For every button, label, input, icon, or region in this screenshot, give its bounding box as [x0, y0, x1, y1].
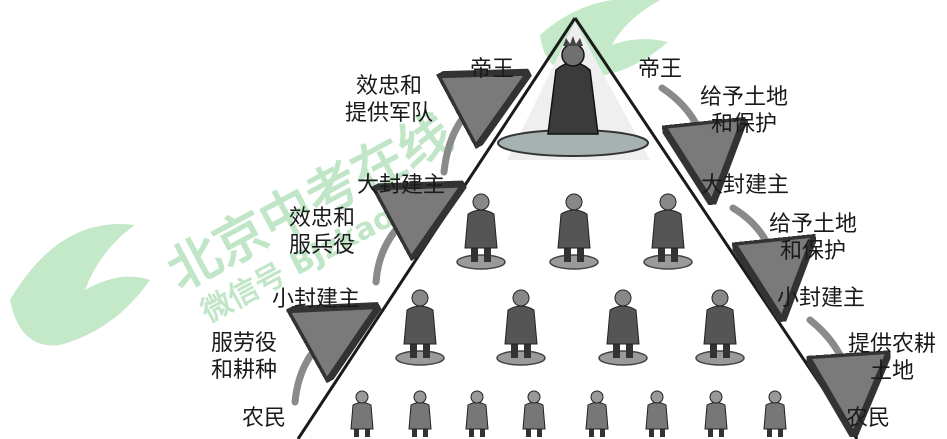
arrow-small-to-great [376, 204, 428, 286]
label-duty-small-to-great: 效忠和 服兵役 [289, 206, 356, 258]
arrow-small-to-peasant [810, 316, 851, 395]
peasant-figures [350, 390, 787, 438]
watermark-swoosh-left-icon [10, 223, 150, 346]
label-great-lord-left: 大封建主 [357, 173, 446, 198]
label-grant-king-to-great: 给予土地 和保护 [700, 85, 789, 137]
duty-arrows-left [295, 92, 493, 406]
great-lord-figures [456, 193, 693, 270]
arrow-king-to-great [658, 84, 708, 163]
label-king-right: 帝王 [638, 57, 683, 82]
label-peasant-left: 农民 [242, 406, 287, 431]
label-duty-peasant-to-small: 服劳役 和耕种 [211, 331, 278, 383]
small-lord-figures [395, 289, 745, 366]
label-small-lord-right: 小封建主 [777, 286, 866, 311]
arrow-peasant-to-small [295, 326, 343, 406]
label-king-left: 帝王 [470, 57, 515, 82]
label-great-lord-right: 大封建主 [701, 173, 790, 198]
grant-arrows-right [658, 84, 851, 395]
label-duty-great-to-king: 效忠和 提供军队 [345, 74, 434, 126]
arrow-great-to-king [444, 92, 493, 176]
label-grant-small-to-peasant: 提供农耕 土地 [848, 332, 937, 384]
label-small-lord-left: 小封建主 [272, 287, 361, 312]
king-figure [497, 36, 649, 157]
label-grant-great-to-small: 给予土地 和保护 [769, 212, 858, 264]
label-peasant-right: 农民 [846, 406, 891, 431]
arrow-great-to-small [729, 204, 778, 280]
